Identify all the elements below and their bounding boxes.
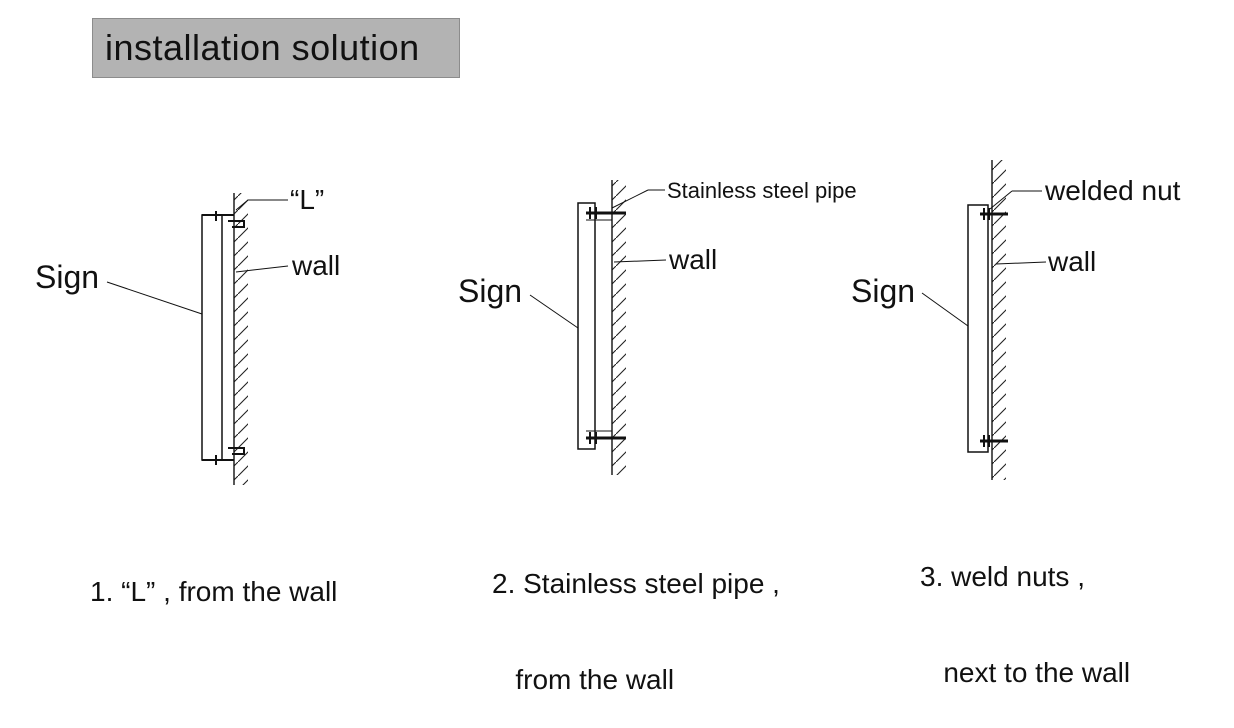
wall-label: wall <box>1047 246 1096 277</box>
sign-panel <box>201 214 223 461</box>
leader-sign <box>921 292 969 327</box>
l-bracket-top <box>202 211 245 228</box>
caption-line: 1. “L” , from the wall <box>90 576 338 607</box>
caption-1: 1. “L” , from the wall <box>90 512 337 704</box>
fixing-label: “L” <box>290 184 324 215</box>
sign-label: Sign <box>851 273 915 309</box>
leader-wall <box>235 265 289 273</box>
caption-line: from the wall <box>492 664 675 695</box>
installation-diagram: “L” wall Sign Stainless steel pipe wall <box>35 160 1181 485</box>
caption-3: 3. weld nuts , next to the wall <box>920 497 1130 721</box>
panel-1-l-bracket: “L” wall Sign <box>35 184 340 485</box>
welded-nut-bottom <box>980 435 1008 447</box>
leader-wall <box>995 261 1047 265</box>
wall-label: wall <box>668 244 717 275</box>
page-title: installation solution <box>92 18 460 78</box>
wall-label: wall <box>291 250 340 281</box>
stainless-pipe-top <box>586 207 626 221</box>
caption-line: 2. Stainless steel pipe , <box>492 568 780 599</box>
fixing-label: Stainless steel pipe <box>667 178 857 203</box>
wall-hatch <box>233 193 248 485</box>
leader-pipe <box>611 189 649 209</box>
leader-l-bracket <box>235 199 249 211</box>
sign-label: Sign <box>35 259 99 295</box>
sign-label: Sign <box>458 273 522 309</box>
sign-panel <box>967 204 989 453</box>
panel-2-stainless-pipe: Stainless steel pipe wall Sign <box>458 178 857 475</box>
l-bracket-bottom <box>202 447 245 465</box>
leader-sign <box>529 294 579 329</box>
wall-hatch <box>991 160 1006 480</box>
wall-hatch <box>611 180 626 475</box>
welded-nut-top <box>980 208 1008 220</box>
caption-2: 2. Stainless steel pipe , from the wall <box>492 504 780 728</box>
fixing-label: welded nut <box>1044 175 1181 206</box>
caption-line: next to the wall <box>920 657 1131 688</box>
leader-wall <box>613 259 667 263</box>
caption-line: 3. weld nuts , <box>920 561 1085 592</box>
panel-3-welded-nut: welded nut wall Sign <box>851 160 1181 480</box>
sign-panel <box>577 202 596 450</box>
leader-sign <box>106 281 203 315</box>
stainless-pipe-bottom <box>586 430 626 444</box>
leader-nut <box>989 190 1013 210</box>
